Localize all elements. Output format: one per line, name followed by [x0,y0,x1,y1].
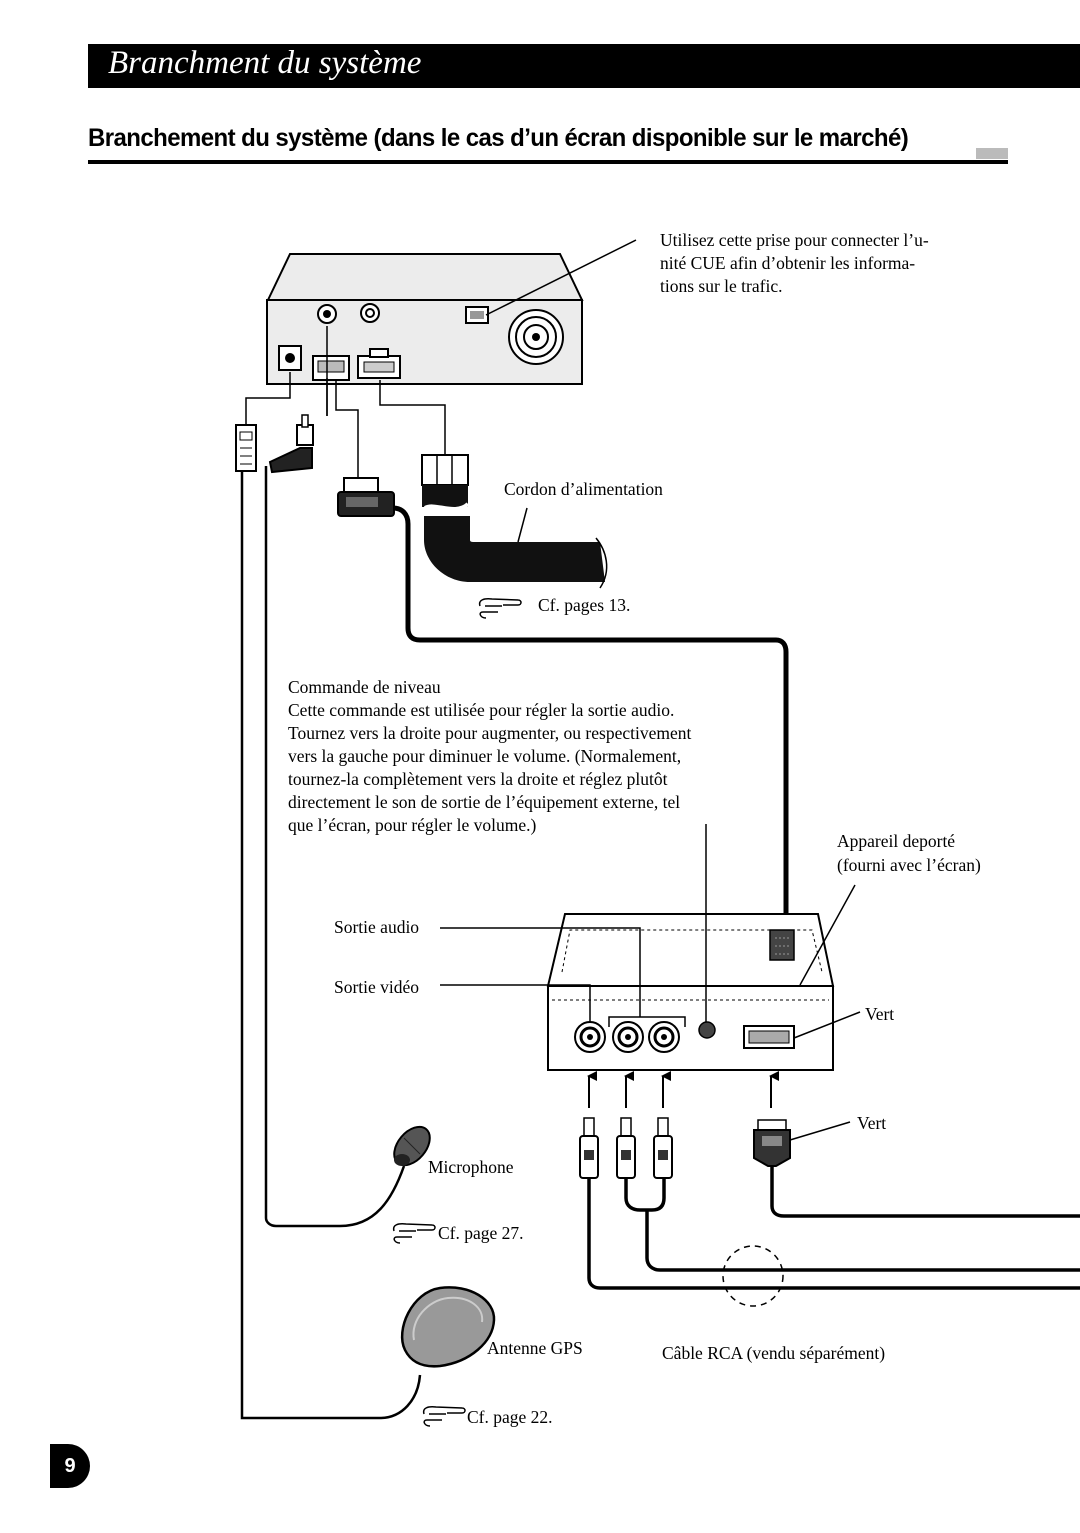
microphone-label: Microphone [428,1157,514,1177]
connection-arrows [587,1071,779,1108]
power-cord-reference: Cf. pages 13. [538,595,631,615]
rca-plugs [579,1117,673,1179]
level-desc-line-4: tournez-la complètement vers la droite e… [288,769,668,789]
remote-unit [546,913,835,1071]
gps-antenna-reference: Cf. page 22. [467,1407,553,1427]
title-rule [88,160,1008,164]
remote-unit-label-2: (fourni avec l’écran) [837,855,981,875]
chapter-title: Branchment du système [108,45,422,81]
pointing-hand-icon [392,1223,436,1244]
green-connector-plug [753,1119,791,1167]
power-cord-label: Cordon d’alimentation [504,479,663,499]
pointing-hand-icon [478,598,522,619]
level-desc-line-3: vers la gauche pour diminuer le volume. … [288,746,682,766]
section-title: Branchement du système (dans le cas d’un… [88,124,909,152]
video-out-label: Sortie vidéo [334,977,420,997]
microphone-icon [393,1125,431,1167]
gps-connector [235,424,257,472]
gps-antenna-icon [400,1286,496,1368]
level-desc-line-5: directement le son de sortie de l’équipe… [288,792,681,812]
level-desc-line-1: Cette commande est utilisée pour régler … [288,700,675,720]
mic-jack-plug [268,414,314,474]
cue-note-line-2: nité CUE afin d’obtenir les informa- [660,253,916,273]
green-label-2: Vert [857,1113,887,1133]
navigation-unit [266,253,584,385]
audio-out-label: Sortie audio [334,917,420,937]
chapter-title-bar: Branchment du système [88,44,1080,88]
level-control-title: Commande de niveau [288,677,441,697]
level-desc-line-6: que l’écran, pour régler le volume.) [288,815,537,835]
remote-unit-label-1: Appareil deporté [837,831,956,851]
page-number: 9 [50,1444,90,1488]
power-connector [421,454,608,589]
title-rule-accent [976,148,1008,159]
microphone-reference: Cf. page 27. [438,1223,524,1243]
pointing-hand-icon [422,1406,466,1427]
cue-note-line-3: tions sur le trafic. [660,276,783,296]
rca-cable-label: Câble RCA (vendu séparément) [662,1343,886,1363]
green-label-1: Vert [865,1004,895,1024]
gps-antenna-label: Antenne GPS [487,1338,583,1358]
cue-note-line-1: Utilisez cette prise pour connecter l’u- [660,230,929,250]
remote-cable-connector [337,477,395,517]
level-desc-line-2: Tournez vers la droite pour augmenter, o… [288,723,692,743]
